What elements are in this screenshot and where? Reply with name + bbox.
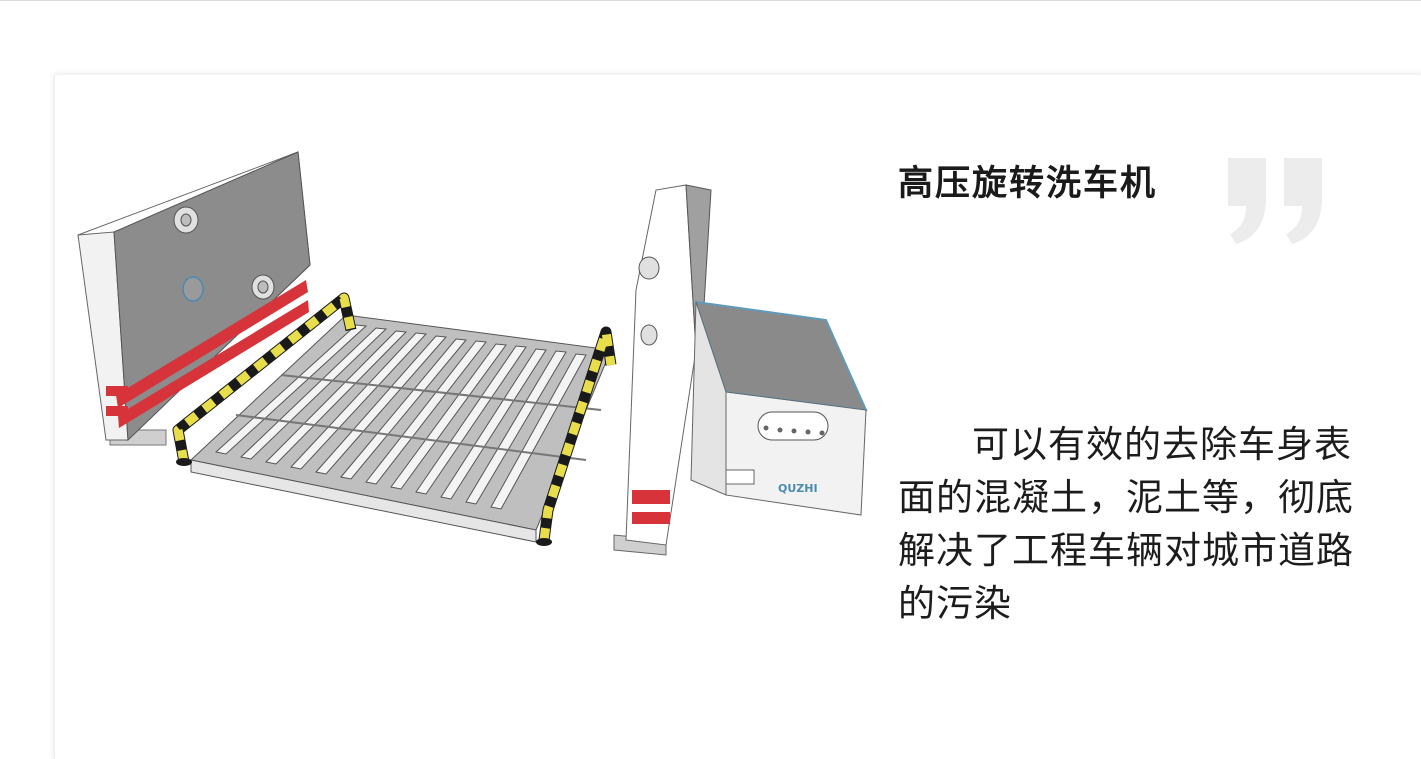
right-spray-panel <box>613 184 712 556</box>
right-guard-rail <box>536 326 617 546</box>
nozzle-icon <box>638 256 660 280</box>
control-box-logo: QUZHI <box>778 482 818 495</box>
car-wash-machine-illustration: QUZHI <box>77 151 868 556</box>
left-spray-panel <box>77 151 311 446</box>
left-guard-rail <box>172 292 357 466</box>
product-title: 高压旋转洗车机 <box>898 164 1158 204</box>
control-box: QUZHI <box>690 300 868 516</box>
grating-platform <box>189 314 612 543</box>
product-description: 可以有效的去除车身表面的混凝土，泥土等，彻底解决了工程车辆对城市道路的污染 <box>898 423 1354 625</box>
nozzle-icon <box>173 206 199 234</box>
nozzle-icon <box>251 274 275 300</box>
closing-quote-icon <box>1228 158 1322 244</box>
nozzle-icon <box>182 276 204 302</box>
nozzle-icon <box>640 324 658 346</box>
top-divider <box>0 0 1421 1</box>
